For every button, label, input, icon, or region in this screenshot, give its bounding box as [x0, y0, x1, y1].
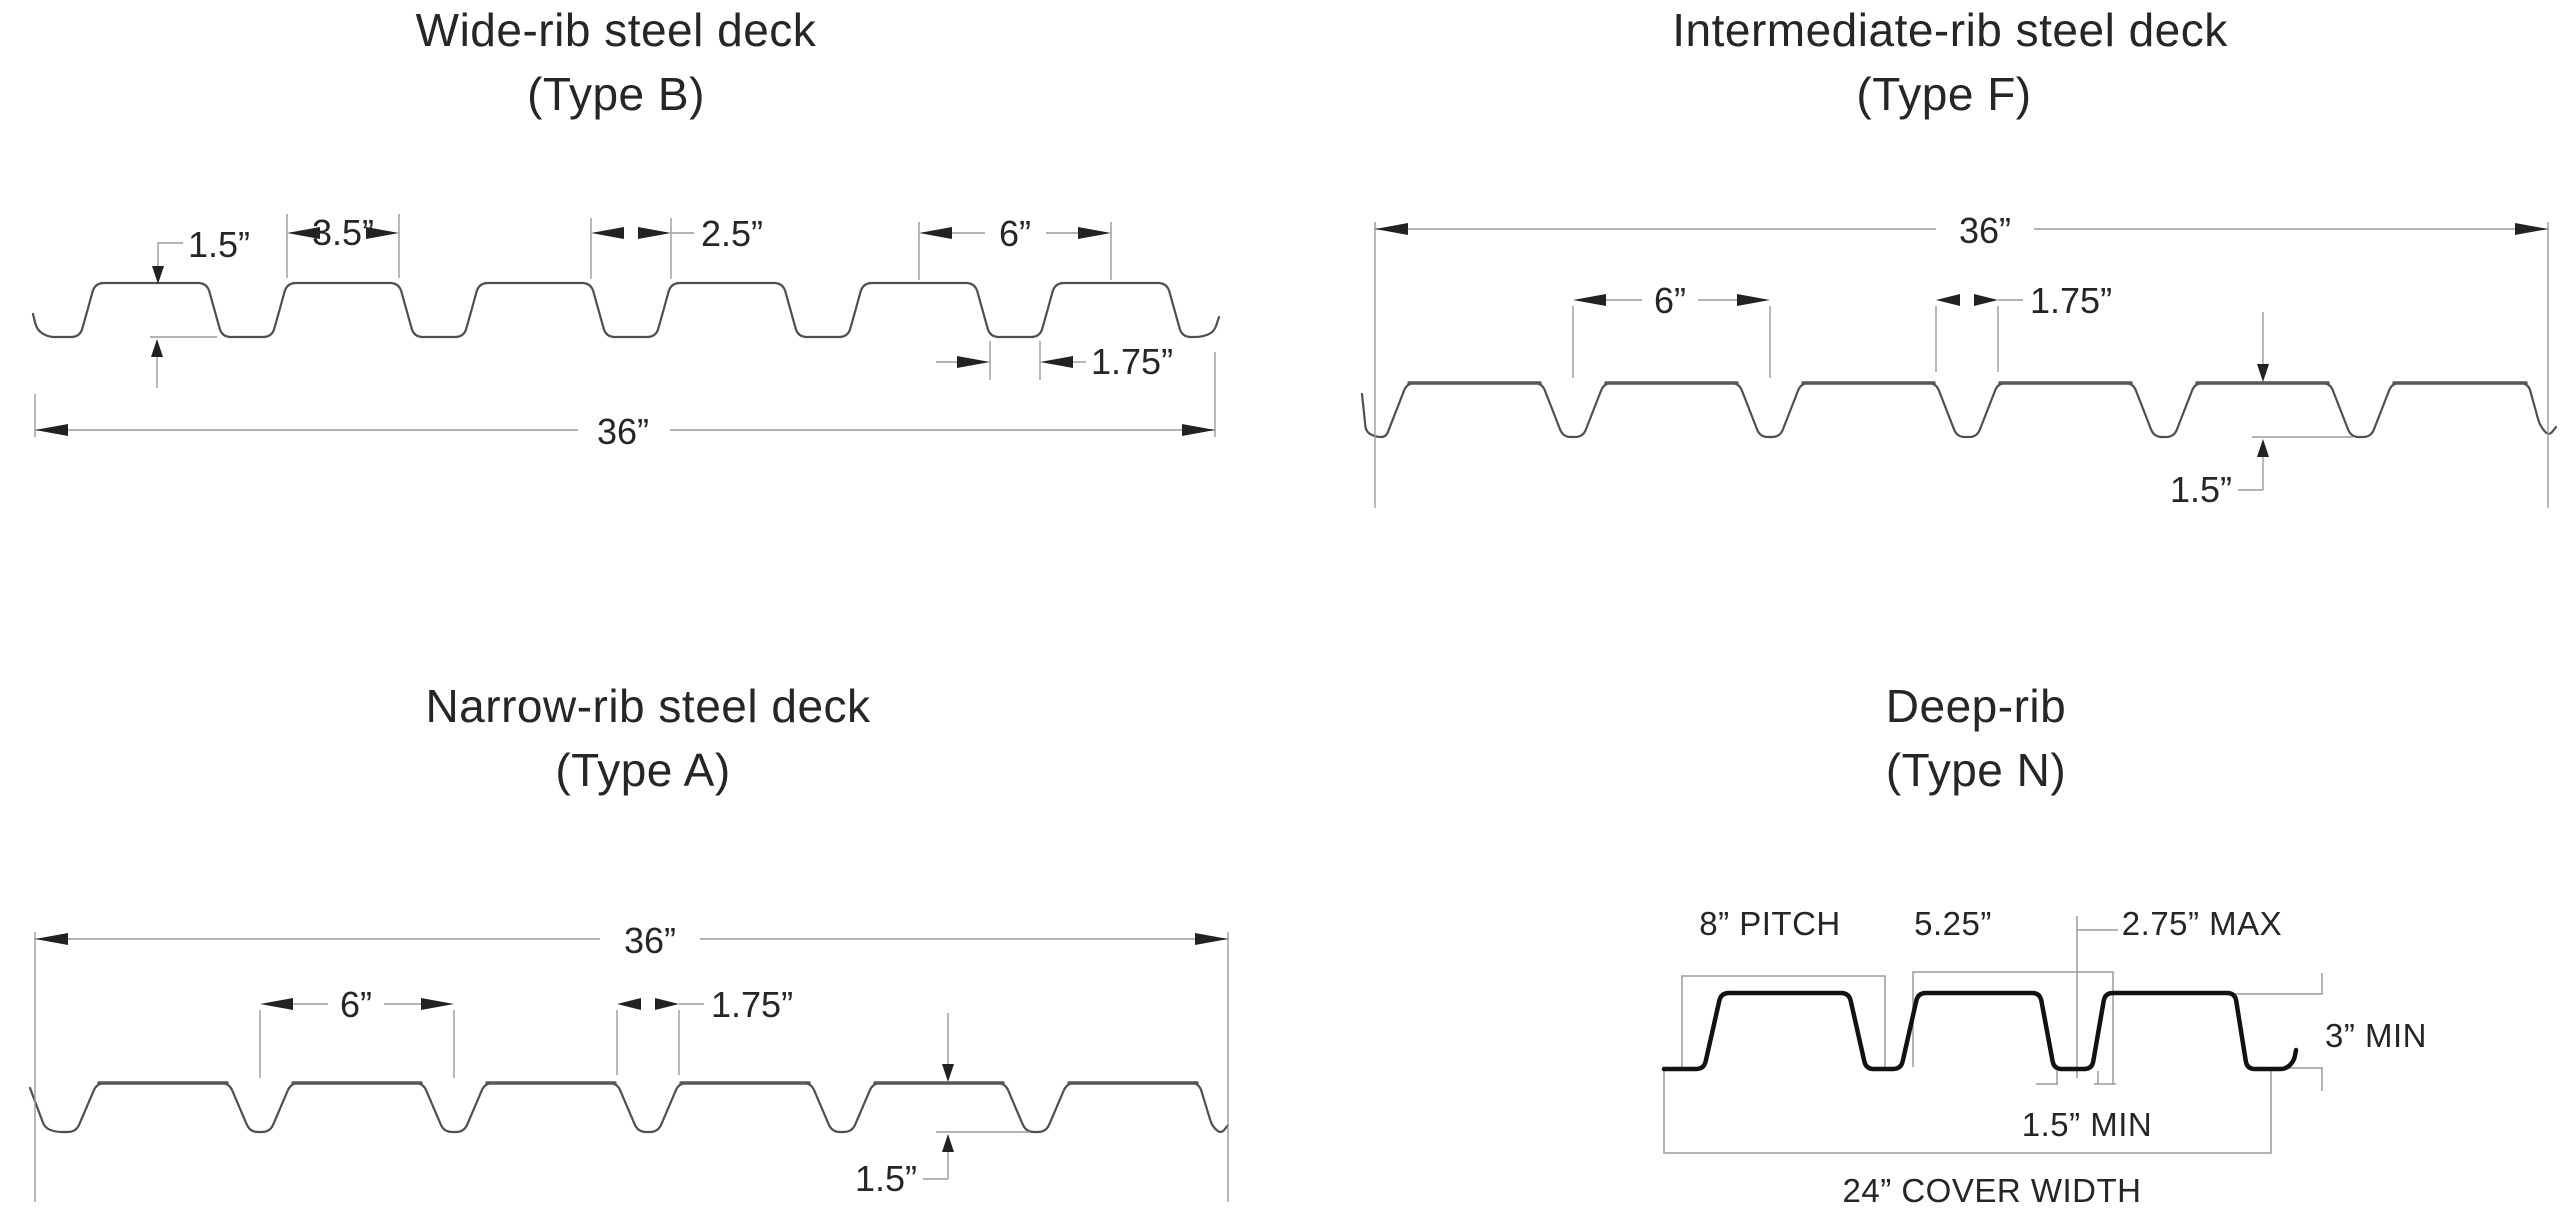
dim-label-cover-width: 36”	[624, 920, 676, 961]
dim-label-valley-min: 1.5” MIN	[2022, 1106, 2153, 1143]
deck-profile-path	[1661, 990, 2299, 1072]
dim-label-cover-width: 24” COVER WIDTH	[1842, 1172, 2141, 1209]
diagram-subtitle: (Type A)	[555, 744, 730, 796]
dim-label-depth-min: 3” MIN	[2325, 1017, 2427, 1054]
diagram-deep-rib: Deep-rib (Type N) 8” PITCH 5.25” 2.75” M…	[1661, 680, 2427, 1209]
diagram-subtitle: (Type F)	[1856, 68, 2031, 120]
dim-valley-min-ticks: 1.5” MIN	[2022, 1071, 2153, 1143]
dim-label-valley-top: 1.75”	[2030, 280, 2112, 321]
dim-pitch-bracket: 8” PITCH	[1681, 905, 1886, 1067]
dim-label-rib-gap: 2.5”	[701, 213, 763, 254]
deck-profile-path	[31, 281, 1221, 339]
dim-rib-height: 1.5”	[2170, 312, 2353, 510]
dim-label-rib-top-width: 3.5”	[312, 212, 374, 253]
deck-profile-path	[28, 1081, 1230, 1134]
dim-valley-top: 1.75”	[1935, 280, 2112, 372]
dim-valley-max-leader: 2.75” MAX	[2076, 905, 2282, 1078]
dim-depth-bracket: 3” MIN	[2235, 973, 2427, 1091]
deck-profile-path	[1360, 381, 2558, 439]
diagram-subtitle: (Type N)	[1886, 744, 2066, 796]
dim-label-rib-pitch: 6”	[1654, 280, 1686, 321]
dim-label-rib-height: 1.5”	[188, 224, 250, 265]
diagram-wide-rib: Wide-rib steel deck (Type B) 1.5” 3.5” 2…	[31, 4, 1221, 452]
dim-rib-pitch: 6”	[918, 213, 1112, 280]
dim-label-valley-top: 1.75”	[711, 984, 793, 1025]
dim-label-rib-pitch: 6”	[999, 213, 1031, 254]
dim-label-rib-top-width: 5.25”	[1914, 905, 1992, 942]
diagram-title: Deep-rib	[1886, 680, 2066, 732]
dim-label-valley-bottom: 1.75”	[1091, 341, 1173, 382]
diagram-title: Wide-rib steel deck	[416, 4, 817, 56]
dim-label-cover-width: 36”	[1959, 210, 2011, 251]
dim-rib-gap: 2.5”	[590, 213, 763, 279]
dim-cover-width: 36”	[34, 920, 1229, 1202]
diagram-subtitle: (Type B)	[527, 68, 705, 120]
diagram-intermediate-rib: Intermediate-rib steel deck (Type F) 36”…	[1360, 4, 2558, 510]
diagram-title: Narrow-rib steel deck	[425, 680, 871, 732]
dim-valley-bottom: 1.75”	[936, 341, 1173, 382]
dim-rib-top-width: 3.5”	[286, 212, 400, 278]
dim-label-rib-pitch: 6”	[340, 984, 372, 1025]
dim-label-rib-height: 1.5”	[2170, 469, 2232, 510]
dim-rib-height: 1.5”	[150, 224, 250, 388]
dim-cover-width-bracket: 24” COVER WIDTH	[1663, 1071, 2272, 1209]
dim-cover-width: 36”	[1374, 210, 2549, 508]
dim-cover-width: 36”	[34, 352, 1216, 452]
dim-label-valley-max: 2.75” MAX	[2122, 905, 2282, 942]
dim-label-pitch: 8” PITCH	[1699, 905, 1841, 942]
dim-valley-top: 1.75”	[616, 984, 793, 1075]
dim-rib-pitch: 6”	[259, 984, 455, 1078]
dim-rib-pitch: 6”	[1572, 280, 1771, 378]
diagram-title: Intermediate-rib steel deck	[1672, 4, 2228, 56]
dim-label-cover-width: 36”	[597, 411, 649, 452]
dim-rib-height: 1.5”	[855, 1013, 1030, 1199]
diagram-narrow-rib: Narrow-rib steel deck (Type A) 36” 6” 1.…	[28, 680, 1230, 1202]
dim-label-rib-height: 1.5”	[855, 1158, 917, 1199]
